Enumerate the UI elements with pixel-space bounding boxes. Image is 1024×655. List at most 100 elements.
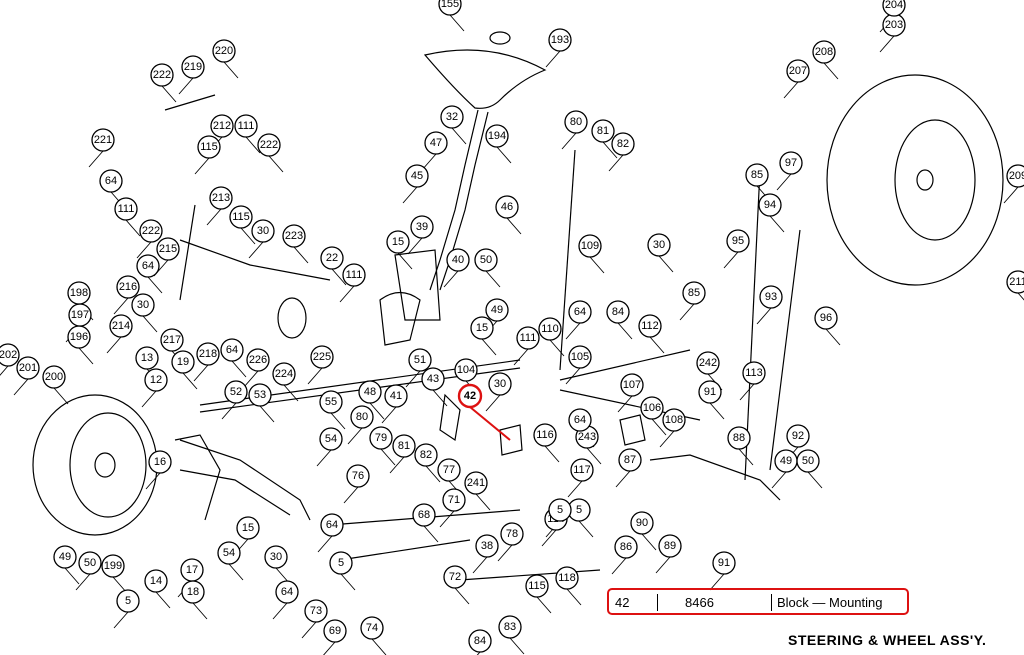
callout-15: 15 bbox=[470, 316, 494, 340]
callout-113: 113 bbox=[742, 361, 766, 385]
callout-208: 208 bbox=[812, 40, 836, 64]
callout-96: 96 bbox=[814, 306, 838, 330]
callout-circle bbox=[156, 237, 180, 261]
callout-circle bbox=[630, 511, 654, 535]
callout-circle bbox=[442, 488, 466, 512]
callout-number: 30 bbox=[653, 239, 665, 251]
leader-line bbox=[113, 611, 129, 629]
leader-line bbox=[432, 389, 448, 407]
callout-13: 13 bbox=[135, 346, 159, 370]
leader-line bbox=[475, 493, 491, 511]
callout-circle bbox=[323, 619, 347, 643]
callout-circle bbox=[384, 384, 408, 408]
callout-circle bbox=[16, 356, 40, 380]
callout-number: 30 bbox=[137, 299, 149, 311]
callout-number: 12 bbox=[150, 374, 162, 386]
callout-18: 18 bbox=[181, 580, 205, 604]
leader-line bbox=[78, 347, 94, 365]
callout-5: 5 bbox=[329, 551, 353, 575]
leader-line bbox=[485, 270, 501, 288]
leader-line bbox=[497, 544, 513, 562]
leader-line bbox=[823, 62, 839, 80]
callout-88: 88 bbox=[727, 426, 751, 450]
leader-line bbox=[161, 85, 177, 103]
divider bbox=[771, 594, 772, 611]
callout-51: 51 bbox=[408, 348, 432, 372]
part-ref-number: 42 bbox=[615, 595, 630, 610]
callout-number: 50 bbox=[802, 455, 814, 467]
callout-circle bbox=[640, 396, 664, 420]
callout-number: 223 bbox=[285, 230, 303, 242]
callout-48: 48 bbox=[358, 380, 382, 404]
left-linkage-post bbox=[179, 204, 196, 301]
leader-line bbox=[769, 215, 785, 233]
callout-number: 112 bbox=[641, 320, 659, 332]
leader-line bbox=[481, 338, 497, 356]
callout-number: 49 bbox=[780, 455, 792, 467]
callout-circle bbox=[148, 450, 172, 474]
callout-circle bbox=[329, 551, 353, 575]
callout-circle bbox=[548, 498, 572, 522]
callout-109: 109 bbox=[578, 234, 602, 258]
callout-54: 54 bbox=[319, 427, 343, 451]
part-description: Block — Mounting bbox=[777, 595, 883, 610]
callout-95: 95 bbox=[726, 229, 750, 253]
callout-214: 214 bbox=[109, 314, 133, 338]
callout-number: 207 bbox=[789, 65, 807, 77]
callout-number: 49 bbox=[491, 304, 503, 316]
leader-line bbox=[88, 150, 104, 168]
callout-circle bbox=[234, 114, 258, 138]
callout-circle bbox=[99, 169, 123, 193]
callout-242: 242 bbox=[696, 351, 720, 375]
callout-112: 112 bbox=[638, 314, 662, 338]
callout-circle bbox=[319, 427, 343, 451]
callout-number: 22 bbox=[326, 252, 338, 264]
callout-circle bbox=[578, 234, 602, 258]
callout-number: 68 bbox=[418, 509, 430, 521]
callout-218: 218 bbox=[196, 342, 220, 366]
leader-line bbox=[141, 390, 157, 408]
callout-circle bbox=[498, 615, 522, 639]
callout-circle bbox=[210, 114, 234, 138]
leader-line bbox=[380, 448, 396, 466]
callout-19: 19 bbox=[171, 350, 195, 374]
callout-circle bbox=[405, 164, 429, 188]
callout-number: 17 bbox=[186, 564, 198, 576]
callout-number: 51 bbox=[414, 354, 426, 366]
callout-number: 79 bbox=[375, 432, 387, 444]
callout-111: 111 bbox=[234, 114, 258, 138]
callout-91: 91 bbox=[712, 551, 736, 575]
callout-39: 39 bbox=[410, 215, 434, 239]
callout-number: 224 bbox=[275, 368, 293, 380]
callout-number: 50 bbox=[480, 254, 492, 266]
callout-circle bbox=[181, 55, 205, 79]
leader-line bbox=[145, 472, 161, 490]
leader-line bbox=[206, 208, 222, 226]
callout-73: 73 bbox=[304, 599, 328, 623]
leader-line bbox=[485, 394, 501, 412]
callout-92: 92 bbox=[786, 424, 810, 448]
callout-circle bbox=[421, 367, 445, 391]
callout-circle bbox=[606, 300, 630, 324]
leader-line bbox=[0, 365, 9, 376]
callout-5: 5 bbox=[116, 589, 140, 613]
right-wheel bbox=[826, 74, 1004, 286]
callout-197: 197 bbox=[68, 303, 92, 327]
callout-number: 115 bbox=[528, 580, 546, 592]
callout-number: 208 bbox=[815, 46, 833, 58]
callout-45: 45 bbox=[405, 164, 429, 188]
callout-104: 104 bbox=[454, 358, 478, 382]
callout-circle bbox=[796, 449, 820, 473]
callout-202: 202 bbox=[0, 343, 20, 367]
steering-wheel bbox=[423, 49, 547, 109]
callout-41: 41 bbox=[384, 384, 408, 408]
callout-43: 43 bbox=[421, 367, 445, 391]
callout-circle bbox=[272, 362, 296, 386]
callout-number: 41 bbox=[390, 390, 402, 402]
callout-number: 107 bbox=[623, 379, 641, 391]
callout-circle bbox=[350, 405, 374, 429]
callout-199: 199 bbox=[101, 554, 125, 578]
callout-80: 80 bbox=[564, 110, 588, 134]
leader-line bbox=[454, 587, 470, 605]
